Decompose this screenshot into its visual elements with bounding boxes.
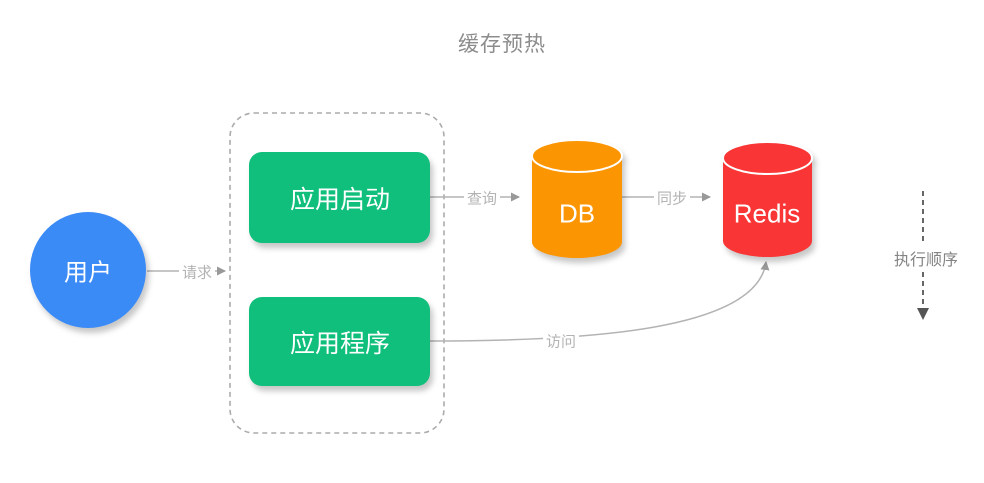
- app-group-container: [229, 112, 445, 434]
- edge-access-label: 访问: [542, 330, 580, 352]
- db-cylinder-top: [531, 139, 623, 173]
- user-node-circle: [30, 212, 146, 328]
- app-start-node-box: [249, 152, 430, 243]
- db-cylinder: [531, 139, 623, 258]
- app-program-node-box: [249, 297, 430, 386]
- edge-access-arrow: [429, 261, 770, 342]
- user-node-label: 用户: [64, 259, 112, 287]
- redis-cylinder-top: [722, 141, 813, 175]
- edge-query-label: 查询: [463, 187, 501, 209]
- execution-order-label: 执行顺序: [891, 244, 961, 272]
- db-node-label: DB: [558, 198, 596, 229]
- redis-cylinder: [722, 141, 813, 257]
- app-start-node-label: 应用启动: [289, 186, 391, 214]
- app-program-node-label: 应用程序: [289, 330, 391, 358]
- redis-node-label: Redis: [733, 198, 801, 229]
- edge-request-label: 请求: [178, 261, 216, 283]
- diagram-title: 缓存预热: [458, 33, 546, 56]
- edge-sync-label: 同步: [653, 187, 691, 209]
